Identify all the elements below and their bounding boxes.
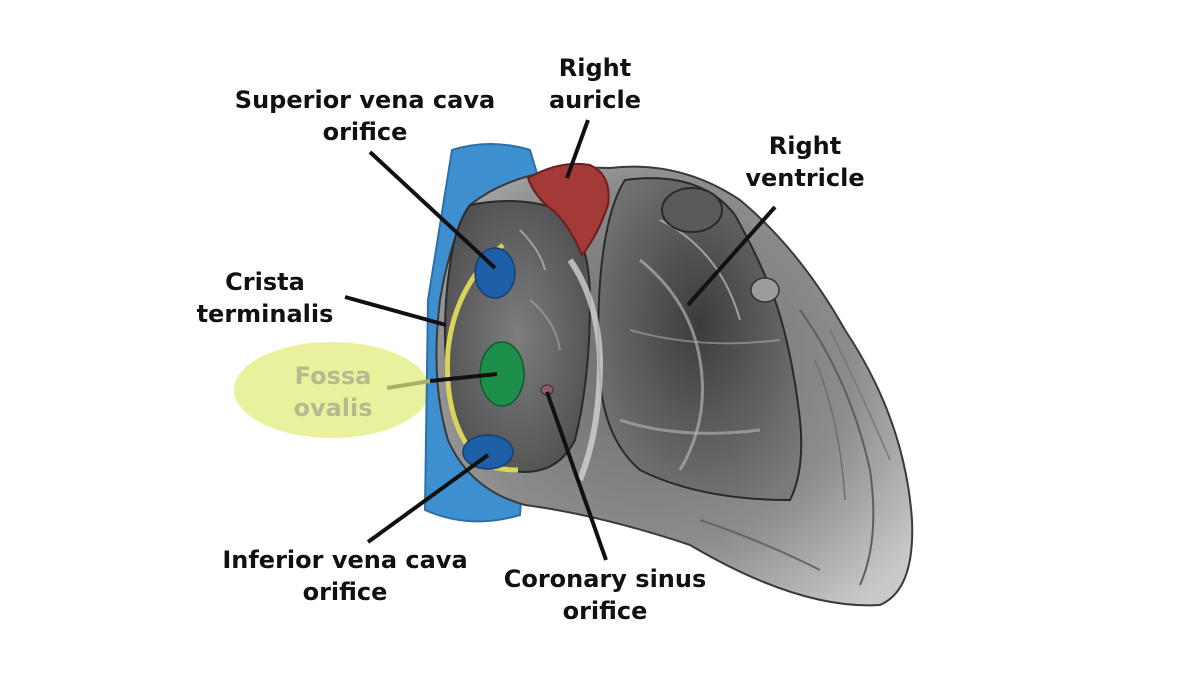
label-line: orifice <box>322 118 408 146</box>
label-line: ventricle <box>745 164 865 192</box>
label-inferior-vena-cava-orifice: Inferior vena cava orifice <box>210 544 480 608</box>
leader-line-right-auricle <box>565 119 590 179</box>
leader-line-fossa-ovalis <box>429 372 498 383</box>
label-fossa-ovalis: Fossa ovalis <box>278 360 388 424</box>
leader-line-coronary-sinus <box>545 391 608 561</box>
leader-line-crista-terminalis <box>344 295 447 327</box>
leader-line-superior-vena-cava <box>368 150 497 270</box>
label-line: terminalis <box>196 300 334 328</box>
label-line: ovalis <box>293 394 373 422</box>
label-line: Fossa <box>294 362 372 390</box>
label-line: Right <box>768 132 842 160</box>
label-line: orifice <box>302 578 388 606</box>
label-line: auricle <box>548 86 642 114</box>
label-line: Superior vena cava <box>234 86 496 114</box>
label-superior-vena-cava-orifice: Superior vena cava orifice <box>225 84 505 148</box>
label-crista-terminalis: Crista terminalis <box>185 266 345 330</box>
label-right-auricle: Right auricle <box>540 52 650 116</box>
label-coronary-sinus-orifice: Coronary sinus orifice <box>490 563 720 627</box>
fossa-highlight-ellipse <box>234 342 430 438</box>
leader-line-inferior-vena-cava <box>366 453 490 544</box>
inferior-vena-cava-orifice <box>462 434 514 470</box>
label-line: Right <box>558 54 632 82</box>
right-auricle-shape <box>526 162 610 257</box>
label-line: Crista <box>225 268 305 296</box>
leader-line-right-ventricle <box>686 205 777 307</box>
label-line: Coronary sinus <box>503 565 707 593</box>
label-line: orifice <box>562 597 648 625</box>
label-line: Inferior vena cava <box>222 546 468 574</box>
label-right-ventricle: Right ventricle <box>735 130 875 194</box>
leader-line-fossa-ovalis-faded <box>386 379 431 390</box>
